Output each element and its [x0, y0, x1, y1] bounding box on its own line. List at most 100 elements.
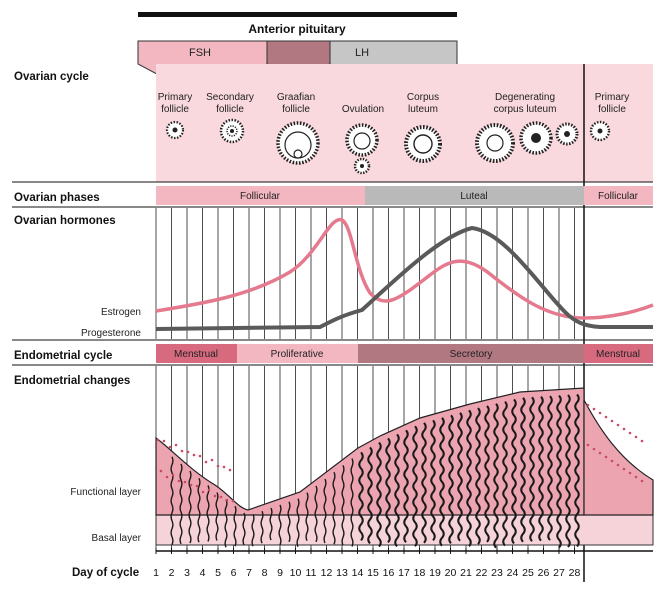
pituitary-title: Anterior pituitary: [248, 22, 346, 36]
day-tick-label: 25: [522, 567, 534, 579]
menstrual-shedding-next: [583, 399, 654, 516]
gland-squiggle: [251, 513, 255, 547]
shed-dot: [177, 479, 181, 483]
shed-dot: [628, 471, 632, 475]
gland-squiggle: [287, 501, 291, 543]
shed-dot: [171, 473, 175, 477]
hormone-grid: [155, 208, 575, 339]
primary-follicle-next-icon: [589, 120, 611, 142]
phase-proliferative-text: Proliferative: [271, 349, 324, 360]
shed-dot: [219, 495, 223, 499]
day-tick-label: 21: [460, 567, 472, 579]
degenerating-corpus-luteum-icon-3: [555, 122, 579, 146]
day-tick-label: 12: [321, 567, 333, 579]
shed-dot: [183, 480, 187, 484]
fsh-label: FSH: [189, 47, 211, 59]
gland-squiggle: [475, 407, 481, 545]
primary-follicle-icon: [165, 120, 185, 140]
gland-squiggle: [484, 405, 490, 543]
gland-squiggle: [565, 394, 571, 548]
shed-dot: [192, 453, 196, 457]
shed-dot: [616, 423, 620, 427]
estrogen-label: Estrogen: [101, 307, 141, 318]
basal-layer-label: Basal layer: [92, 533, 142, 544]
gland-squiggle: [493, 403, 499, 549]
gland-squiggle: [170, 456, 174, 546]
day-tick-label: 13: [336, 567, 348, 579]
day-tick-label: 8: [262, 567, 268, 579]
gland-squiggle: [215, 492, 219, 541]
lh-label: LH: [355, 47, 369, 59]
day-tick-label: 20: [445, 567, 457, 579]
phase-menstrual: [156, 344, 237, 363]
day-tick-label: 3: [184, 567, 190, 579]
gland-squiggle: [233, 505, 237, 547]
gland-squiggle: [547, 395, 553, 541]
shed-dot: [228, 468, 232, 472]
gland-squiggle: [457, 412, 463, 542]
gland-squiggle: [421, 422, 427, 544]
gland-squiggle: [188, 470, 192, 544]
gland-squiggle: [224, 499, 228, 548]
shed-dot: [189, 483, 193, 487]
gland-squiggle: [350, 458, 354, 547]
phase-luteal: [365, 186, 584, 205]
gland-squiggle: [197, 477, 201, 543]
day-of-cycle-label: Day of cycle: [72, 567, 139, 579]
phase-secretory: [358, 344, 584, 363]
gland-squiggle: [412, 425, 418, 547]
graafian-follicle-icon: [276, 121, 320, 165]
gland-squiggle: [179, 463, 183, 545]
gland-squiggle: [529, 396, 535, 542]
phase-proliferative: [237, 344, 358, 363]
phase-menstrual-text: Menstrual: [174, 349, 218, 360]
day-tick-label: 19: [429, 567, 441, 579]
gland-squiggle: [385, 437, 391, 544]
corpus-luteum-icon: [404, 125, 442, 163]
phase-follicular-next: [584, 186, 653, 205]
gland-squiggle: [269, 507, 273, 541]
endometrial-changes-label: Endometrial changes: [14, 375, 130, 387]
gland-squiggle: [448, 414, 454, 544]
gland-squiggle: [323, 478, 327, 544]
day-tick-label: 27: [553, 567, 565, 579]
shed-dot: [592, 407, 596, 411]
estrogen-curve: [155, 218, 654, 320]
day-tick-label: 4: [200, 567, 206, 579]
shed-dot: [162, 439, 166, 443]
shed-dot: [598, 451, 602, 455]
phase-luteal-text: Luteal: [460, 191, 487, 202]
gland-squiggle: [439, 417, 445, 547]
phase-follicular-text: Follicular: [240, 191, 281, 202]
degenerating-corpus-luteum-icon-2: [519, 121, 553, 155]
gland-squiggle: [332, 471, 336, 545]
gland-squiggle: [341, 465, 345, 546]
shed-dot: [592, 447, 596, 451]
shed-dot: [204, 460, 208, 464]
pituitary-bar: [138, 12, 457, 17]
shed-dot: [159, 469, 163, 473]
phase-follicular: [156, 186, 365, 205]
gland-squiggle: [394, 433, 400, 548]
day-tick-label: 23: [491, 567, 503, 579]
gland-squiggle: [574, 393, 580, 548]
shed-dot: [622, 427, 626, 431]
day-tick-label: 1: [153, 567, 159, 579]
shed-dot: [622, 467, 626, 471]
shed-dot: [180, 449, 184, 453]
day-tick-label: 10: [290, 567, 302, 579]
shed-dot: [628, 431, 632, 435]
endometrial-glands: [170, 393, 580, 549]
shed-dot: [634, 435, 638, 439]
day-tick-label: 11: [306, 567, 317, 579]
shed-dot: [216, 464, 220, 468]
day-tick-label: 26: [538, 567, 550, 579]
